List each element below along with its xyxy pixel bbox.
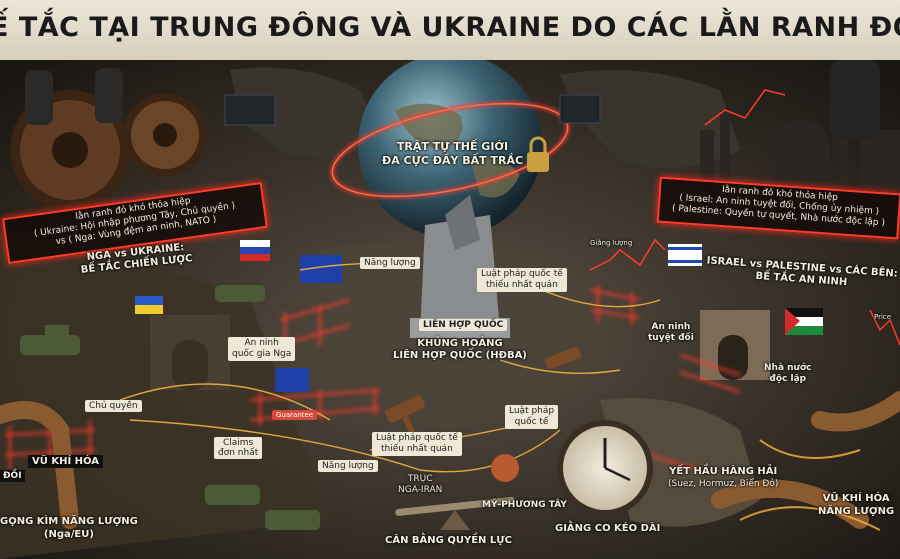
un-pillar-label: LIÊN HỢP QUỐC	[419, 319, 508, 331]
law-tag-right-line-2: quốc tế	[514, 417, 549, 427]
sovereignty-tag: Chủ quyền	[85, 400, 142, 412]
weaponization-label: VŨ KHÍ HÓA	[28, 455, 104, 468]
guarantee-tag: Guarantee	[272, 410, 318, 420]
chokepoint-line-2: (Suez, Hormuz, Biển Đỏ)	[668, 479, 779, 489]
energy-grip-label: GỌNG KÌM NĂNG LƯỢNG (Nga/EU)	[0, 515, 138, 541]
claims-line-2: đơn nhất	[218, 448, 259, 458]
weaponized-energy-line-2: NĂNG LƯỢNG	[818, 506, 895, 517]
independent-state-line-1: Nhà nước	[764, 363, 812, 373]
axis-iran-line-2: NGA-IRAN	[398, 485, 443, 495]
balance-of-power-label: CÂN BẰNG QUYỀN LỰC	[385, 535, 512, 546]
globe-caption: TRẬT TỰ THẾ GIỚI ĐA CỰC ĐẦY BẤT TRẮC	[382, 140, 523, 168]
axis-iran-line-1: TRỤC	[407, 474, 433, 484]
un-crisis-line-2: LIÊN HỢP QUỐC (HĐBA)	[393, 350, 527, 361]
absolute-security-label: An ninh tuyệt đối	[648, 322, 694, 344]
energy-grip-line-2: (Nga/EU)	[43, 529, 94, 540]
weaponized-energy-line-1: VŨ KHÍ HÓA	[822, 493, 890, 504]
law-tag-right: Luật pháp quốc tế	[505, 405, 559, 429]
russia-security-line-2: quốc gia Nga	[232, 349, 292, 359]
russia-security-line-1: An ninh	[244, 338, 279, 348]
law-tag-right-line-1: Luật pháp	[509, 406, 555, 416]
law-tag-top-line-2: thiếu nhất quán	[485, 280, 558, 290]
price-caption: Price	[874, 313, 892, 321]
law-tag-left-line-2: thiếu nhất quán	[380, 444, 453, 454]
claims-line-1: Claims	[222, 438, 254, 448]
chokepoint-line-1: YẾT HẦU HÀNG HẢI	[669, 466, 778, 477]
maritime-chokepoint-label: YẾT HẦU HÀNG HẢI (Suez, Hormuz, Biển Đỏ)	[668, 465, 778, 491]
law-tag-left-line-1: Luật pháp quốc tế	[376, 433, 458, 443]
globe-caption-line-1: TRẬT TỰ THẾ GIỚI	[396, 140, 509, 153]
law-tag-top: Luật pháp quốc tế thiếu nhất quán	[477, 268, 567, 292]
weaponized-energy-label: VŨ KHÍ HÓA NĂNG LƯỢNG	[818, 492, 894, 518]
law-tag-top-line-1: Luật pháp quốc tế	[481, 269, 563, 279]
russia-security-tag: An ninh quốc gia Nga	[228, 337, 296, 361]
absolute-security-line-2: tuyệt đối	[648, 333, 694, 343]
energy-grip-line-1: GỌNG KÌM NĂNG LƯỢNG	[0, 516, 138, 527]
doi-label: ĐỒI	[0, 470, 25, 482]
independent-state-line-2: độc lập	[769, 374, 807, 384]
chart-caption: Giằng lượng	[590, 239, 633, 247]
un-crisis-label: KHỦNG HOẢNG LIÊN HỢP QUỐC (HĐBA)	[393, 338, 527, 362]
page-title: Ế TẮC TẠI TRUNG ĐÔNG VÀ UKRAINE DO CÁC L…	[0, 12, 900, 43]
claims-tag: Claims đơn nhất	[214, 437, 263, 459]
energy-tag-top: Năng lượng	[360, 257, 420, 269]
independent-state-label: Nhà nước độc lập	[764, 363, 811, 385]
law-tag-left: Luật pháp quốc tế thiếu nhất quán	[372, 432, 462, 456]
axis-west-label: MỸ-PHƯƠNG TÂY	[482, 500, 567, 510]
energy-tag-bottom: Năng lượng	[318, 460, 378, 472]
clock-caption: GIẰNG CO KÉO DÀI	[555, 523, 661, 534]
absolute-security-line-1: An ninh	[651, 322, 691, 332]
title-bar: Ế TẮC TẠI TRUNG ĐÔNG VÀ UKRAINE DO CÁC L…	[0, 0, 900, 60]
un-pillar	[420, 215, 500, 335]
axis-iran-label: TRỤC NGA-IRAN	[398, 474, 442, 496]
globe-caption-line-2: ĐA CỰC ĐẦY BẤT TRẮC	[382, 154, 524, 167]
un-crisis-line-1: KHỦNG HOẢNG	[417, 338, 503, 349]
